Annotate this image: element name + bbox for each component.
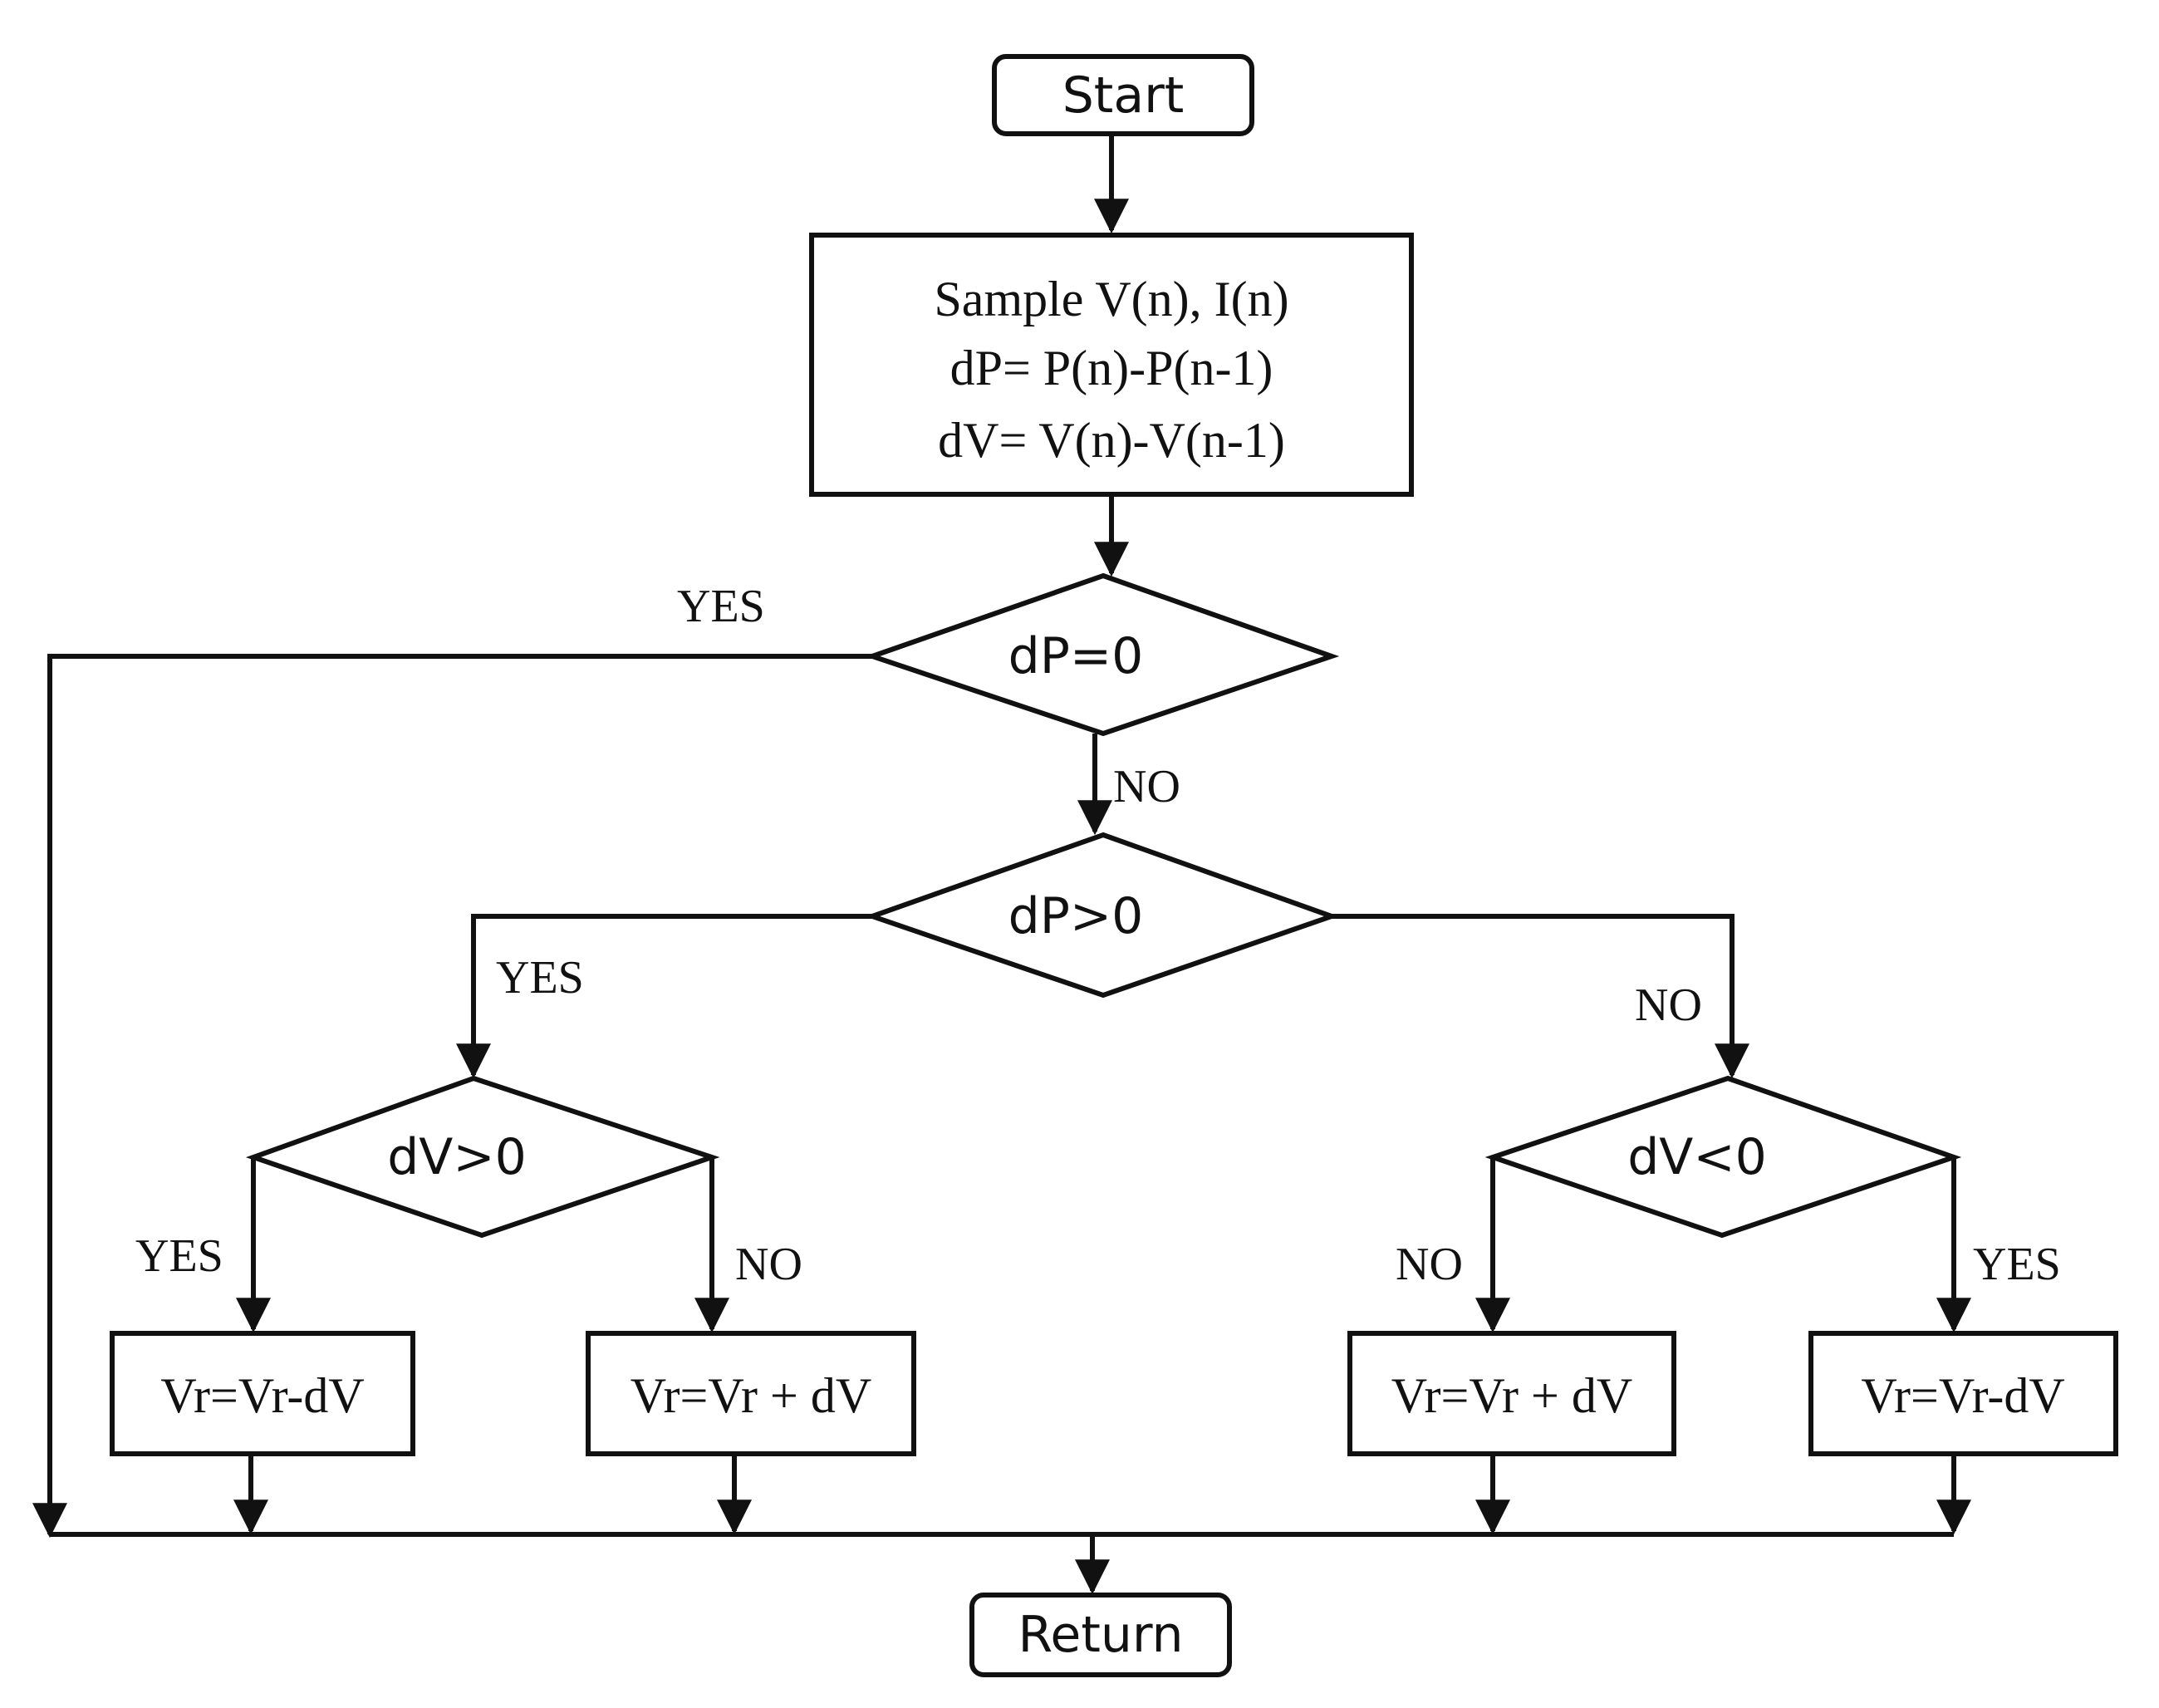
decision-dv-negative-label: dV<0 bbox=[1627, 1128, 1767, 1186]
decision-dp-zero-label: dP=0 bbox=[1008, 627, 1144, 685]
action-box-b: Vr=Vr + dV bbox=[586, 1331, 916, 1456]
label-yes-dp-positive: YES bbox=[496, 952, 584, 1004]
action-box-d-label: Vr=Vr-dV bbox=[1861, 1368, 2064, 1423]
action-box-a: Vr=Vr-dV bbox=[110, 1331, 415, 1456]
branch-labels: YES NO YES NO YES NO NO YES bbox=[135, 581, 2061, 1290]
action-box-c: Vr=Vr + dV bbox=[1347, 1331, 1676, 1456]
label-no-dv-positive: NO bbox=[735, 1239, 802, 1290]
decision-dv-negative: dV<0 bbox=[1484, 1075, 1962, 1239]
action-box-c-label: Vr=Vr + dV bbox=[1391, 1368, 1632, 1423]
label-yes-dv-negative: YES bbox=[1973, 1239, 2061, 1290]
decision-dv-positive-label: dV>0 bbox=[387, 1128, 527, 1186]
start-label: Start bbox=[1062, 66, 1185, 125]
process-line-dv: dV= V(n)-V(n-1) bbox=[938, 413, 1285, 468]
decision-dp-zero: dP=0 bbox=[864, 572, 1340, 737]
process-box-sample: Sample V(n), I(n) dP= P(n)-P(n-1) dV= V(… bbox=[809, 233, 1414, 497]
process-line-dp: dP= P(n)-P(n-1) bbox=[950, 341, 1273, 395]
return-label: Return bbox=[1018, 1606, 1183, 1664]
action-box-d: Vr=Vr-dV bbox=[1808, 1331, 2118, 1456]
label-no-dp-positive: NO bbox=[1635, 979, 1702, 1031]
label-no-dp-zero: NO bbox=[1113, 761, 1180, 812]
start-node: Start bbox=[992, 54, 1254, 136]
path-dp-positive-yes bbox=[456, 914, 872, 1079]
path-dp-positive-no bbox=[1332, 914, 1749, 1079]
decision-dp-positive: dP>0 bbox=[864, 832, 1340, 999]
action-box-b-label: Vr=Vr + dV bbox=[631, 1368, 871, 1423]
label-yes-dp-zero: YES bbox=[677, 581, 765, 632]
action-box-a-label: Vr=Vr-dV bbox=[160, 1368, 364, 1423]
return-node: Return bbox=[969, 1593, 1232, 1677]
path-dp-zero-yes bbox=[32, 654, 872, 1539]
connectors bbox=[32, 134, 1971, 1595]
decision-dp-positive-label: dP>0 bbox=[1008, 887, 1144, 945]
process-line-sample: Sample V(n), I(n) bbox=[934, 272, 1288, 326]
label-no-dv-negative: NO bbox=[1396, 1239, 1463, 1290]
label-yes-dv-positive: YES bbox=[135, 1230, 223, 1282]
decision-dv-positive: dV>0 bbox=[245, 1075, 720, 1239]
